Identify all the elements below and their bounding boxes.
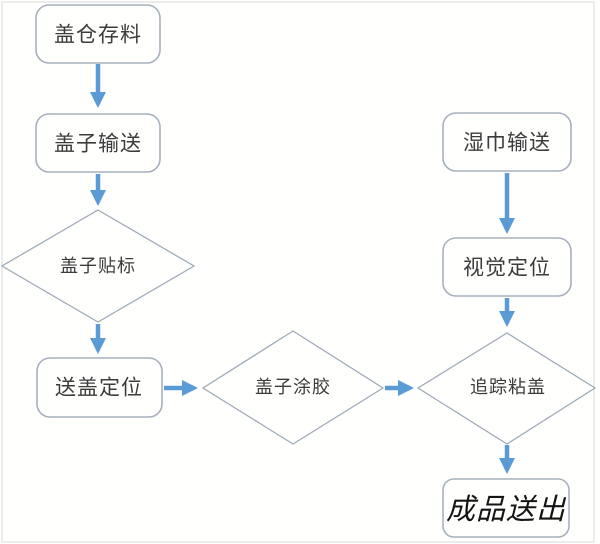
node-cover-glue-shape (201, 330, 385, 445)
node-cover-glue-label: 盖子涂胶 (255, 377, 331, 397)
node-vision-position-label: 视觉定位 (463, 257, 551, 280)
node-product-out-shape (442, 478, 570, 538)
node-cover-convey-label: 盖子输送 (54, 133, 142, 156)
node-cover-label-shape (0, 209, 196, 323)
node-cover-storage-label: 盖仓存料 (54, 24, 142, 47)
node-wipes-convey-shape (442, 112, 572, 172)
node-cover-position-shape (36, 357, 163, 418)
node-vision-position-shape (442, 237, 572, 297)
node-wipes-convey-label: 湿巾输送 (463, 132, 551, 155)
node-cover-label-label: 盖子贴标 (60, 256, 136, 276)
node-product-out-label: 成品送出 (446, 492, 567, 526)
node-track-stick-label: 追踪粘盖 (470, 377, 546, 397)
node-cover-position-label: 送盖定位 (55, 377, 143, 400)
node-track-stick-shape (416, 332, 597, 445)
node-cover-storage-shape (35, 4, 161, 64)
node-cover-convey-shape (35, 113, 161, 173)
